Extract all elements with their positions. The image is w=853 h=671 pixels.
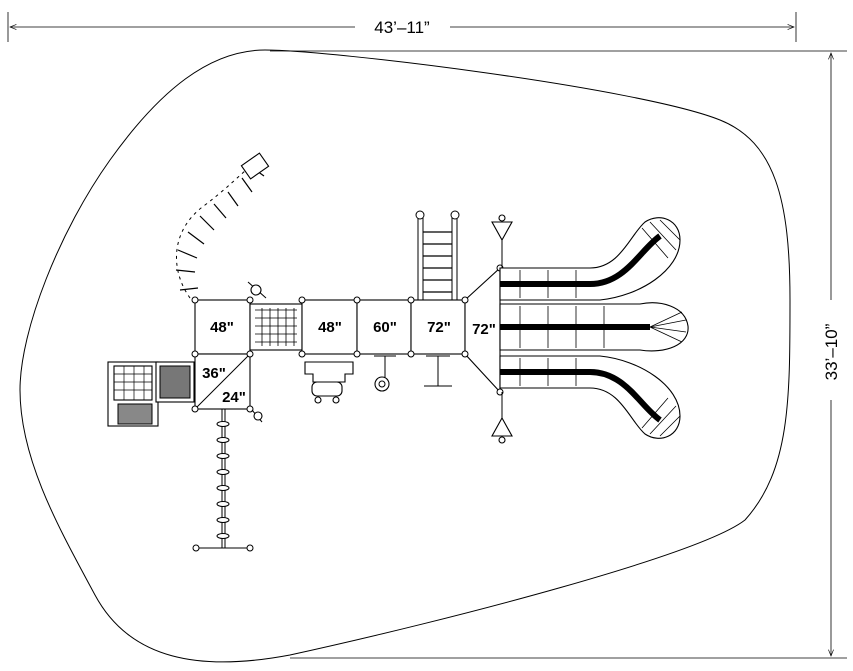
deck-d	[301, 299, 358, 355]
width-label: 43’–11”	[374, 18, 430, 37]
deck-posts	[191, 264, 504, 413]
deck-g-label: 72"	[472, 321, 496, 338]
chain-climber	[192, 409, 254, 552]
top-slide	[499, 217, 681, 301]
bottom-slide	[499, 355, 681, 439]
deck-platforms: 48" 36" 24" 48" 60" 72" 72"	[194, 266, 501, 410]
deck-c-label: 24"	[222, 389, 246, 406]
vertical-ladder	[415, 210, 460, 300]
depth-label: 33’–10”	[822, 323, 841, 380]
width-dimension: 43’–11”	[7, 12, 797, 42]
deck-e-label: 60"	[373, 319, 397, 336]
deck-b-label: 36"	[202, 365, 226, 382]
curved-tube-slide	[170, 152, 270, 302]
steering-wheel	[247, 281, 267, 423]
climbing-panels	[107, 361, 195, 427]
deck-d-label: 48"	[318, 319, 342, 336]
deck-a-label: 48"	[210, 319, 234, 336]
deck-f-label: 72"	[427, 319, 451, 336]
spinner-poles	[491, 214, 513, 444]
deck-e	[356, 299, 412, 355]
use-zone-boundary	[19, 49, 791, 663]
middle-slide	[499, 302, 689, 352]
below-deck-panels	[304, 355, 452, 404]
depth-dimension: 33’–10”	[270, 50, 847, 659]
